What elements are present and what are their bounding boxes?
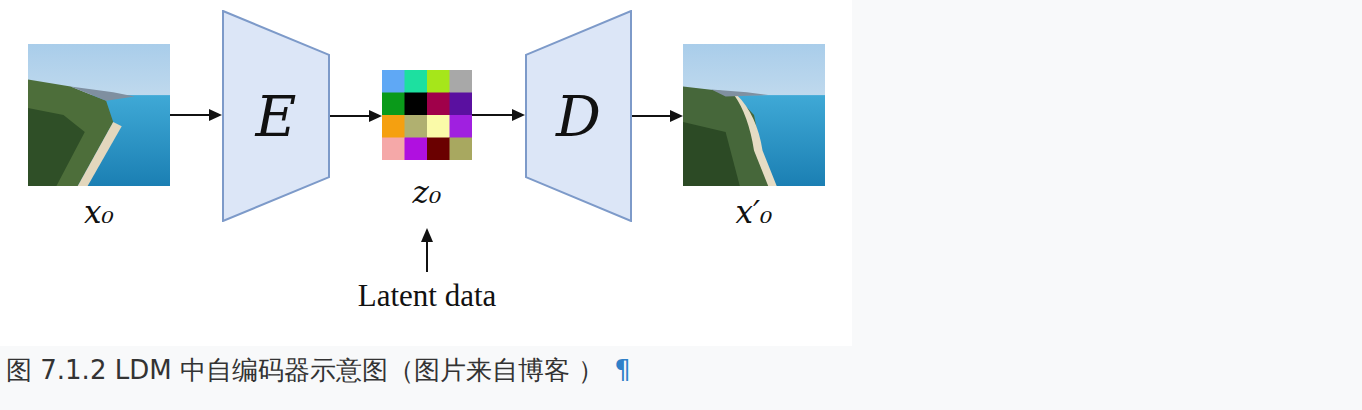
leader-head [421, 228, 433, 242]
figure-caption: 图 7.1.2 LDM 中自编码器示意图（图片来自博客 ） [6, 353, 604, 388]
block-symbol: E [222, 10, 330, 222]
image-block: x′₀ [683, 44, 825, 186]
image-block: x₀ [28, 44, 170, 186]
flow-arrow [632, 110, 683, 122]
latent-block: z₀ [382, 70, 472, 160]
landscape-photo [683, 44, 825, 186]
block-symbol: D [525, 10, 632, 222]
variable-label: x₀ [84, 194, 114, 230]
permalink-mark: ¶ [614, 355, 631, 385]
callout-label: Latent data [358, 278, 497, 314]
leader-line [426, 240, 428, 272]
flow-arrow [472, 109, 525, 121]
latent-grid [382, 70, 472, 160]
caption-row: 图 7.1.2 LDM 中自编码器示意图（图片来自博客 ） ¶ [6, 350, 631, 390]
flow-arrow [170, 109, 222, 121]
encoder-block: E [222, 10, 330, 222]
flow-arrow [330, 110, 382, 122]
variable-label: x′₀ [736, 194, 773, 230]
landscape-photo [28, 44, 170, 186]
decoder-block: D [525, 10, 632, 222]
variable-label: z₀ [413, 174, 442, 210]
